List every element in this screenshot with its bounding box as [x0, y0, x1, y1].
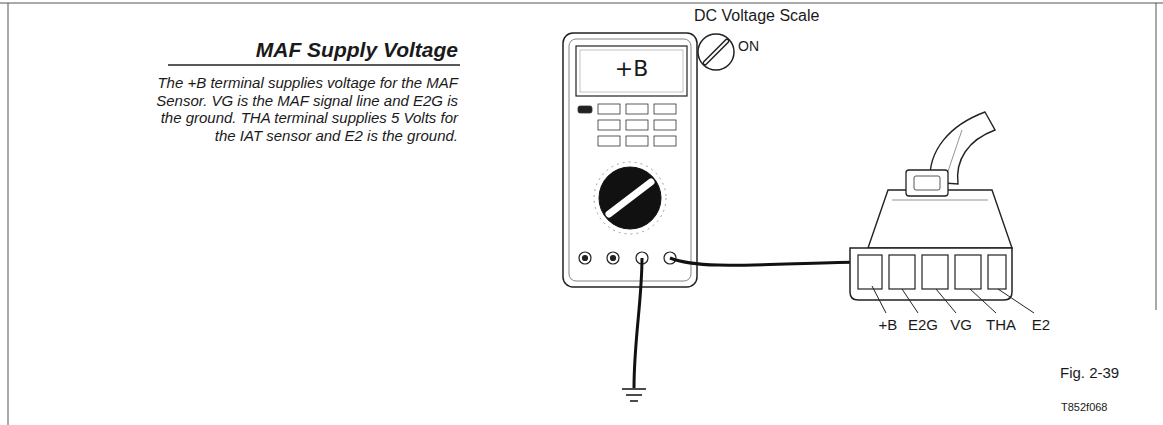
- meter-display: +B: [580, 56, 683, 81]
- pin-name: THA: [974, 316, 1028, 333]
- switch-label: ON: [738, 38, 759, 54]
- pin-name: E2G: [896, 316, 950, 333]
- heading: MAF Supply Voltage: [140, 38, 458, 62]
- image-code: T852f068: [1061, 401, 1107, 414]
- pin-name: +B: [861, 316, 915, 333]
- figure-number: Fig. 2-39: [1060, 364, 1119, 381]
- scale-label: DC Voltage Scale: [694, 7, 819, 25]
- pin-name: E2: [1014, 316, 1068, 333]
- description-text: The +B terminal supplies voltage for the…: [150, 74, 458, 144]
- pin-name: VG: [934, 316, 988, 333]
